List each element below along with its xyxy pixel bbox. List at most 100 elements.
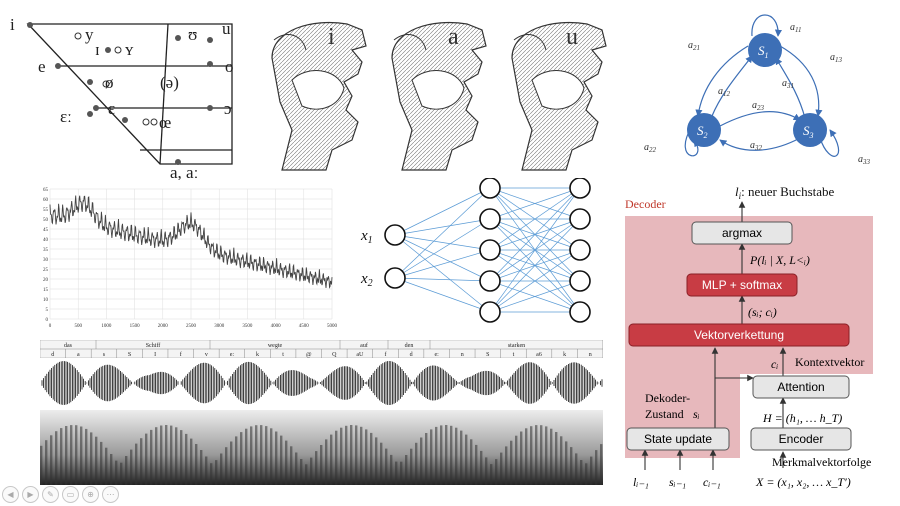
concat-vec-label: (sᵢ; cᵢ) [748, 305, 777, 319]
vocal-tract-drawings: i a u [262, 10, 622, 180]
slides-icon[interactable]: ▭ [62, 486, 79, 503]
prev-icon[interactable]: ◀ [2, 486, 19, 503]
nn-edge [394, 277, 491, 282]
spectrogram-band [135, 443, 138, 485]
spectrogram-band [65, 426, 68, 485]
nn-edge [394, 218, 491, 236]
phone-label: @ [306, 352, 312, 358]
spectrogram-band [140, 438, 143, 485]
spectrogram-band [530, 426, 533, 485]
spectrogram-band [255, 425, 258, 485]
more-icon[interactable]: ⋯ [102, 486, 119, 503]
spectrogram-band [130, 449, 133, 485]
spectrogram-band [195, 444, 198, 485]
spectrogram-band [330, 434, 333, 485]
next-icon[interactable]: ▶ [22, 486, 39, 503]
spectrogram-band [370, 432, 373, 485]
spectrogram-band [360, 426, 363, 485]
spectrogram-band [390, 454, 393, 485]
spectrogram-band [115, 460, 118, 485]
spectrum-x-tick: 1500 [130, 324, 141, 329]
nn-edge [394, 277, 491, 313]
spectrogram-band [345, 425, 348, 485]
word-label: den [405, 343, 414, 349]
spectrogram-band [570, 447, 573, 485]
nn-edge [489, 280, 581, 313]
nn-node [479, 301, 501, 323]
nn-edge [489, 249, 581, 313]
spectrogram-band [535, 425, 538, 485]
spectrogram-band [500, 452, 503, 485]
nn-node [569, 239, 591, 261]
phone-label: S [128, 352, 131, 358]
spectrogram-band [265, 426, 268, 485]
hmm-a12: a12 [718, 86, 731, 98]
spectrogram-band [185, 433, 188, 485]
vowel-a: a, aː [170, 163, 198, 180]
spectrogram-band [240, 432, 243, 485]
spectrogram-band [270, 428, 273, 485]
spectrogram-band [385, 448, 388, 485]
spectrogram-band [550, 428, 553, 485]
pen-icon[interactable]: ✎ [42, 486, 59, 503]
nn-node [569, 301, 591, 323]
spectrogram-band [150, 429, 153, 485]
concat-label: Vektorverkettung [694, 328, 784, 342]
spectrogram-band [165, 425, 168, 485]
phone-label: a [77, 352, 80, 358]
vowel-epsilon-long: ɛː [60, 107, 72, 126]
spectrogram-band [305, 464, 308, 485]
spectrogram-band [440, 425, 443, 485]
spectrogram-band [545, 426, 548, 485]
spectrogram-band [350, 425, 353, 485]
nn-node [479, 270, 501, 292]
spectrogram-band [445, 425, 448, 485]
hmm-diagram: S1 S2 S3 a11 a21 a13 a12 a31 a23 a32 a22… [640, 8, 890, 173]
phone-label: d [51, 352, 54, 358]
spectrogram-band [60, 428, 63, 485]
argmax-box [691, 221, 793, 245]
phone-label: S [486, 352, 489, 358]
decoder-label: Decoder [625, 197, 666, 211]
spectrogram-band [560, 436, 563, 485]
spectrogram-band [540, 425, 543, 485]
zoom-icon[interactable]: ⊕ [82, 486, 99, 503]
hmm-a21: a21 [688, 40, 700, 52]
spectrum-y-tick: 15 [43, 288, 49, 293]
vowel-chart: i y ɪ ʏ ʊ u e ø (ə) o ɛ ɛː œ ɔ a, aː [10, 10, 250, 182]
spectrogram-band [340, 427, 343, 485]
spectrogram-band [145, 433, 148, 485]
state-vec-label: sᵢ [693, 407, 700, 421]
spectrogram-band [525, 428, 528, 485]
vowel-open-o: ɔ [224, 99, 232, 118]
phone-label: n [461, 352, 464, 358]
spectrogram-band [110, 454, 113, 485]
spectrogram-band [125, 456, 128, 485]
features-label: Merkmalvektorfolge [772, 455, 871, 469]
spectrogram-band [380, 442, 383, 485]
spectrogram-band [430, 429, 433, 485]
spectrogram-band [490, 464, 493, 485]
tract-a [391, 21, 487, 171]
spectrogram-band [585, 463, 588, 485]
spectrum-x-tick: 5000 [327, 324, 338, 329]
spectrogram-band [290, 446, 293, 485]
nn-edge [489, 187, 581, 282]
nn-edge [489, 187, 581, 220]
spectrogram-band [225, 447, 228, 485]
tract-u [511, 21, 607, 171]
nn-node [384, 267, 406, 289]
spectrogram-band [565, 441, 568, 485]
spectrogram-band [555, 432, 558, 485]
word-label: auf [360, 342, 368, 349]
nn-edge [394, 249, 491, 279]
spectrogram-band [235, 436, 238, 485]
nn-edge [489, 187, 581, 313]
hmm-a22: a22 [644, 142, 657, 154]
spectrogram-band [520, 431, 523, 485]
spectrogram-band [230, 441, 233, 485]
encoder-box [750, 427, 852, 451]
neural-network: x1 x2 [355, 177, 605, 333]
nn-node [479, 208, 501, 230]
state-label-1: Dekoder- [645, 391, 690, 405]
